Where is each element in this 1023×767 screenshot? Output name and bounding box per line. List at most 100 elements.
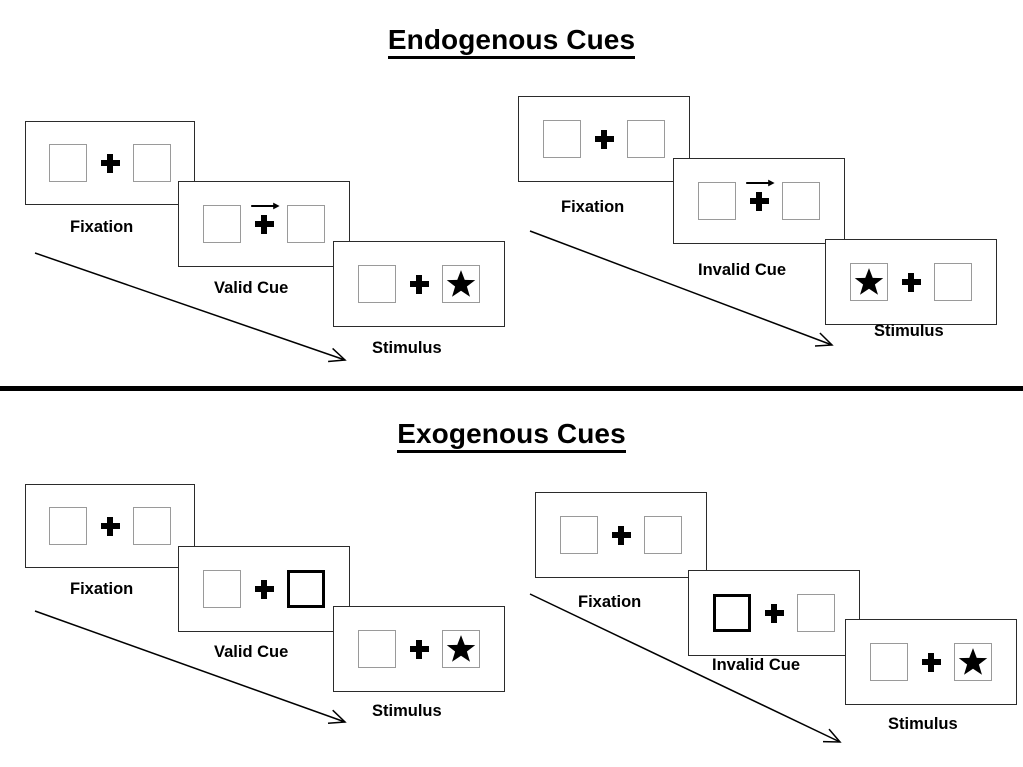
fixation-cross-icon: [409, 274, 429, 294]
stage-label-exogenous-3: Fixation: [578, 593, 642, 611]
section-title-text: Exogenous Cues: [397, 418, 626, 453]
trial-frame-exogenous-4: [688, 570, 860, 656]
frame-content: [846, 620, 1016, 704]
display-row: [49, 144, 171, 182]
placeholder-box-left: [49, 144, 87, 182]
fixation-area: [888, 272, 934, 292]
fixation-cross-icon: [594, 129, 614, 149]
fixation-area: [87, 516, 133, 536]
placeholder-box-right: [133, 507, 171, 545]
frame-content: [179, 547, 349, 631]
frame-content: [519, 97, 689, 181]
star-icon: [958, 647, 988, 676]
trial-frame-exogenous-1: [178, 546, 350, 632]
placeholder-box-right: [782, 182, 820, 220]
placeholder-box-right: [287, 205, 325, 243]
placeholder-box-left: [203, 205, 241, 243]
fixation-cross-icon: [254, 579, 274, 599]
placeholder-box-right: [287, 570, 325, 608]
stage-label-endogenous-5: Stimulus: [874, 322, 944, 340]
display-row: [358, 630, 480, 668]
section-title-text: Endogenous Cues: [387, 24, 636, 59]
fixation-area: [598, 525, 644, 545]
display-row: [543, 120, 665, 158]
fixation-cross-icon: [254, 214, 274, 234]
placeholder-box-right: [934, 263, 972, 301]
display-row: [49, 507, 171, 545]
placeholder-box-right: [133, 144, 171, 182]
display-row: [560, 516, 682, 554]
fixation-area: [751, 603, 797, 623]
display-row: [203, 202, 325, 243]
placeholder-box-left: [358, 630, 396, 668]
stage-label-endogenous-0: Fixation: [70, 218, 134, 236]
trial-frame-endogenous-1: [178, 181, 350, 267]
fixation-area: [396, 639, 442, 659]
placeholder-box-left: [203, 570, 241, 608]
display-row: [203, 570, 325, 608]
stage-label-endogenous-2: Stimulus: [372, 339, 442, 357]
display-row: [358, 265, 480, 303]
placeholder-box-right: [954, 643, 992, 681]
placeholder-box-left: [49, 507, 87, 545]
section-divider: [0, 386, 1023, 391]
trial-frame-exogenous-0: [25, 484, 195, 568]
frame-content: [536, 493, 706, 577]
fixation-area: [736, 179, 782, 211]
placeholder-box-left: [870, 643, 908, 681]
fixation-area: [87, 153, 133, 173]
fixation-cross-icon: [409, 639, 429, 659]
trial-frame-exogenous-5: [845, 619, 1017, 705]
trial-frame-endogenous-5: [825, 239, 997, 325]
frame-content: [179, 182, 349, 266]
display-row: [850, 263, 972, 301]
fixation-area: [241, 579, 287, 599]
stage-label-exogenous-4: Invalid Cue: [712, 656, 801, 674]
fixation-area: [908, 652, 954, 672]
frame-content: [674, 159, 844, 243]
placeholder-box-right: [644, 516, 682, 554]
placeholder-box-right: [797, 594, 835, 632]
star-icon: [446, 269, 476, 298]
trial-frame-exogenous-3: [535, 492, 707, 578]
placeholder-box-left: [850, 263, 888, 301]
placeholder-box-left: [358, 265, 396, 303]
star-icon: [446, 634, 476, 663]
display-row: [698, 179, 820, 220]
fixation-area: [396, 274, 442, 294]
fixation-cross-icon: [764, 603, 784, 623]
fixation-area: [581, 129, 627, 149]
section-title-endogenous: Endogenous Cues: [0, 24, 1023, 59]
stage-label-endogenous-1: Valid Cue: [214, 279, 289, 297]
frame-content: [826, 240, 996, 324]
display-row: [870, 643, 992, 681]
fixation-cross-icon: [901, 272, 921, 292]
fixation-cross-icon: [100, 516, 120, 536]
stage-label-endogenous-3: Fixation: [561, 198, 625, 216]
fixation-cross-icon: [921, 652, 941, 672]
arrow-right-icon: [745, 178, 775, 188]
stage-label-exogenous-2: Stimulus: [372, 702, 442, 720]
stage-label-exogenous-5: Stimulus: [888, 715, 958, 733]
placeholder-box-right: [627, 120, 665, 158]
frame-content: [689, 571, 859, 655]
fixation-cross-icon: [100, 153, 120, 173]
fixation-cross-icon: [749, 191, 769, 211]
placeholder-box-left: [698, 182, 736, 220]
placeholder-box-right: [442, 630, 480, 668]
placeholder-box-left: [713, 594, 751, 632]
star-icon: [854, 267, 884, 296]
fixation-area: [241, 202, 287, 234]
frame-content: [334, 607, 504, 691]
stage-label-exogenous-1: Valid Cue: [214, 643, 289, 661]
trial-frame-endogenous-3: [518, 96, 690, 182]
placeholder-box-right: [442, 265, 480, 303]
section-title-exogenous: Exogenous Cues: [0, 418, 1023, 453]
trial-frame-endogenous-4: [673, 158, 845, 244]
display-row: [713, 594, 835, 632]
frame-content: [334, 242, 504, 326]
placeholder-box-left: [560, 516, 598, 554]
arrow-right-icon: [250, 201, 280, 211]
frame-content: [26, 122, 194, 204]
